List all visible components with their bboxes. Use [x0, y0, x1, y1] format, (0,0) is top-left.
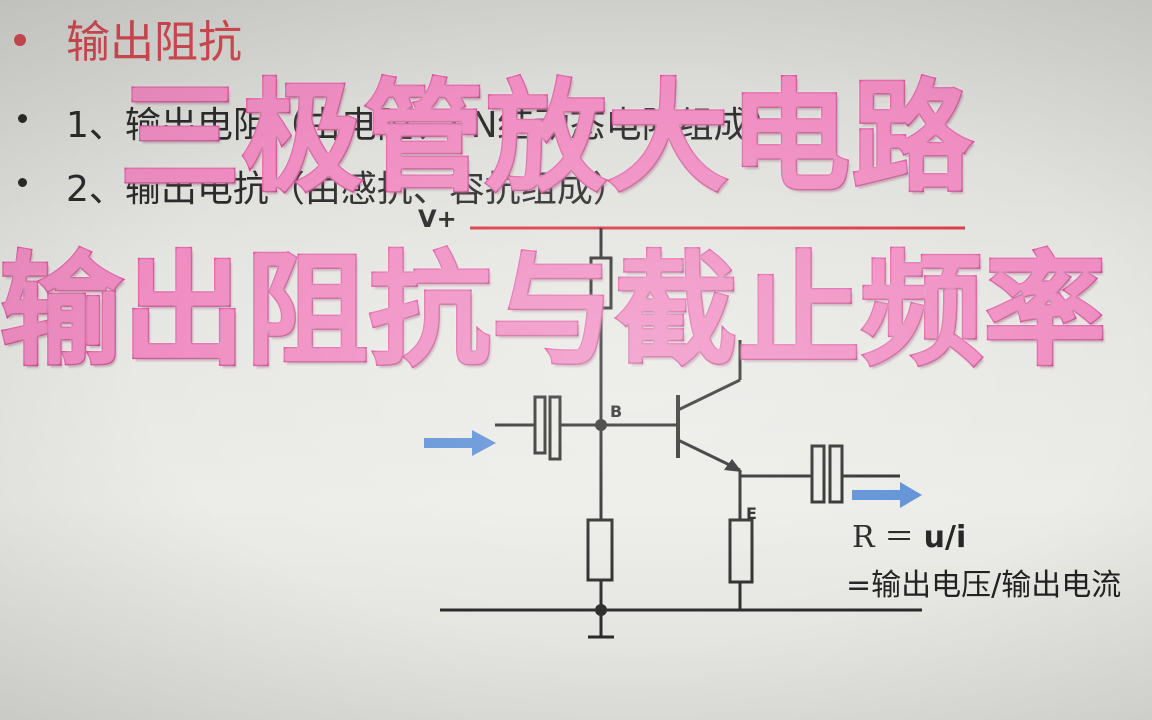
emitter-arrow-icon — [724, 459, 742, 472]
output-cap-plate-1 — [810, 444, 826, 504]
base-label: B — [610, 402, 623, 421]
slide-heading: 输出阻抗 — [66, 17, 242, 68]
base-junction — [595, 419, 607, 431]
formula-r-value: u/i — [923, 520, 967, 555]
output-arrow-icon — [852, 482, 922, 508]
overlay-title-line-1: 三极管放大电路 — [119, 68, 974, 210]
bullet-2 — [18, 178, 27, 187]
ground-junction — [595, 604, 607, 616]
slide-item-2: 2、输出电抗（由感抗、容抗组成） — [66, 169, 629, 210]
slide-item-1: 1、输出电阻（由电阻、PN结动态电阻组成） — [66, 105, 786, 146]
formula-r: R ＝ u/i — [852, 512, 966, 556]
emitter-label: E — [746, 504, 757, 523]
bottom-resistor-left — [586, 518, 614, 582]
emitter-resistor — [728, 518, 754, 584]
formula-r-prefix: R ＝ — [852, 520, 915, 555]
supply-label: V+ — [418, 205, 457, 233]
input-arrow-icon — [424, 430, 496, 456]
heading-bullet — [14, 34, 26, 46]
output-cap-plate-2 — [828, 444, 844, 504]
input-cap-plate-1 — [533, 395, 547, 455]
bullet-1 — [18, 114, 27, 123]
overlay-title-line-2: 输出阻抗与截止频率 — [0, 239, 1108, 384]
transistor-collector — [677, 378, 741, 412]
formula-description: =输出电压/输出电流 — [846, 568, 1122, 603]
input-cap-plate-2 — [548, 395, 562, 461]
